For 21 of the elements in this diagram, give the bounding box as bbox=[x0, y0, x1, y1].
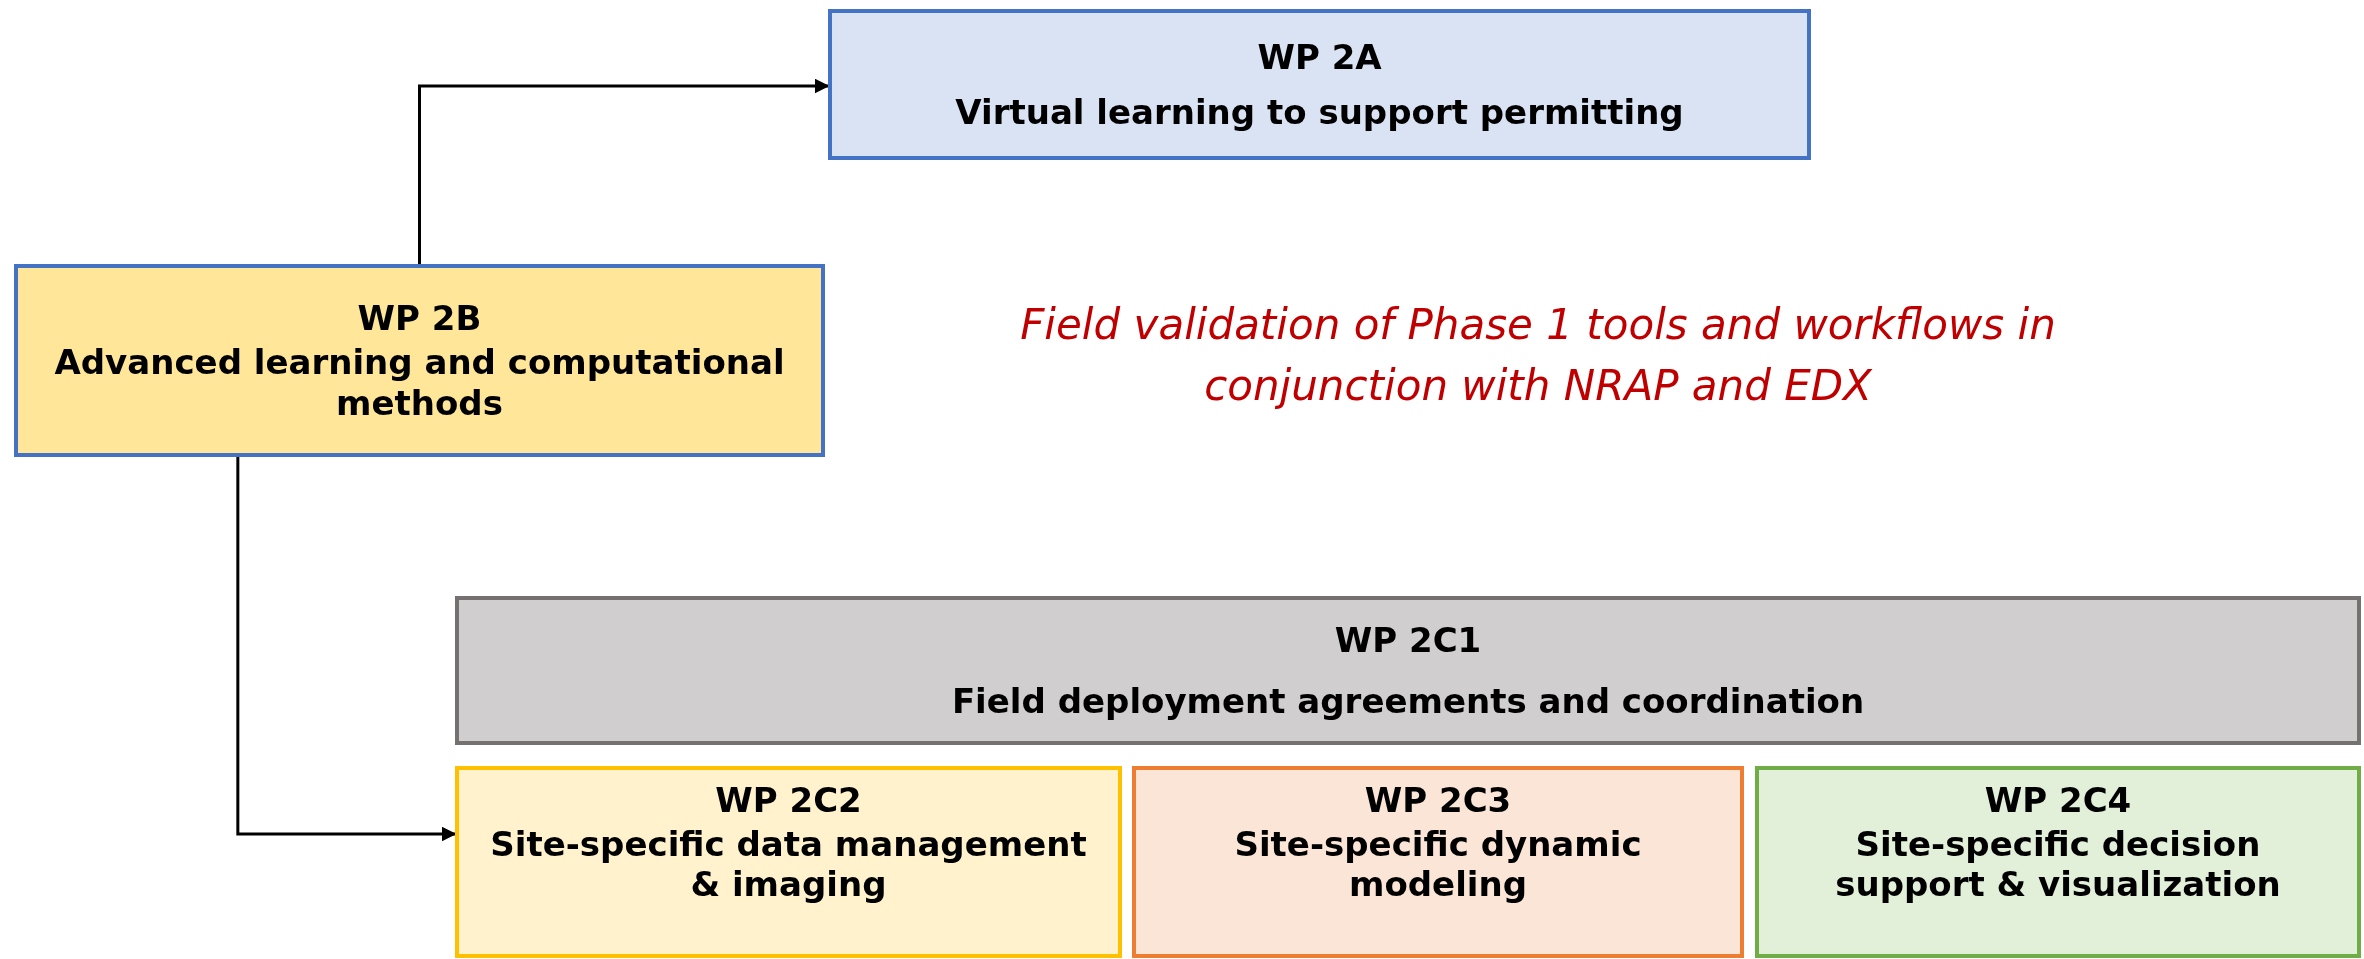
package-code: WP 2A bbox=[1257, 37, 1382, 78]
note-text: Field validation of Phase 1 tools and workflows in conjunction with NRAP and EDX bbox=[1019, 299, 2057, 412]
package-title: Site-specific decision support & visualization bbox=[1834, 824, 2282, 905]
connector-arrow bbox=[236, 457, 457, 842]
package-code: WP 2C3 bbox=[1364, 780, 1512, 821]
work-package-box bbox=[1132, 766, 1744, 958]
work-package-box bbox=[828, 9, 1811, 160]
package-title: Field deployment agreements and coordination bbox=[951, 680, 1865, 721]
work-package-box bbox=[1755, 766, 2361, 958]
package-title: Site-specific data management & imaging bbox=[489, 824, 1088, 905]
connector-arrow bbox=[418, 78, 830, 264]
package-title: Site-specific dynamic modeling bbox=[1233, 824, 1643, 905]
work-package-box bbox=[455, 596, 2361, 745]
work-package-box bbox=[455, 766, 1122, 958]
package-title: Advanced learning and computational methods bbox=[53, 342, 786, 423]
package-title: Virtual learning to support permitting bbox=[955, 91, 1684, 132]
package-code: WP 2B bbox=[357, 298, 482, 339]
package-code: WP 2C2 bbox=[715, 780, 862, 821]
package-code: WP 2C1 bbox=[1334, 620, 1482, 661]
package-code: WP 2C4 bbox=[1984, 780, 2132, 821]
work-package-box bbox=[14, 264, 825, 457]
